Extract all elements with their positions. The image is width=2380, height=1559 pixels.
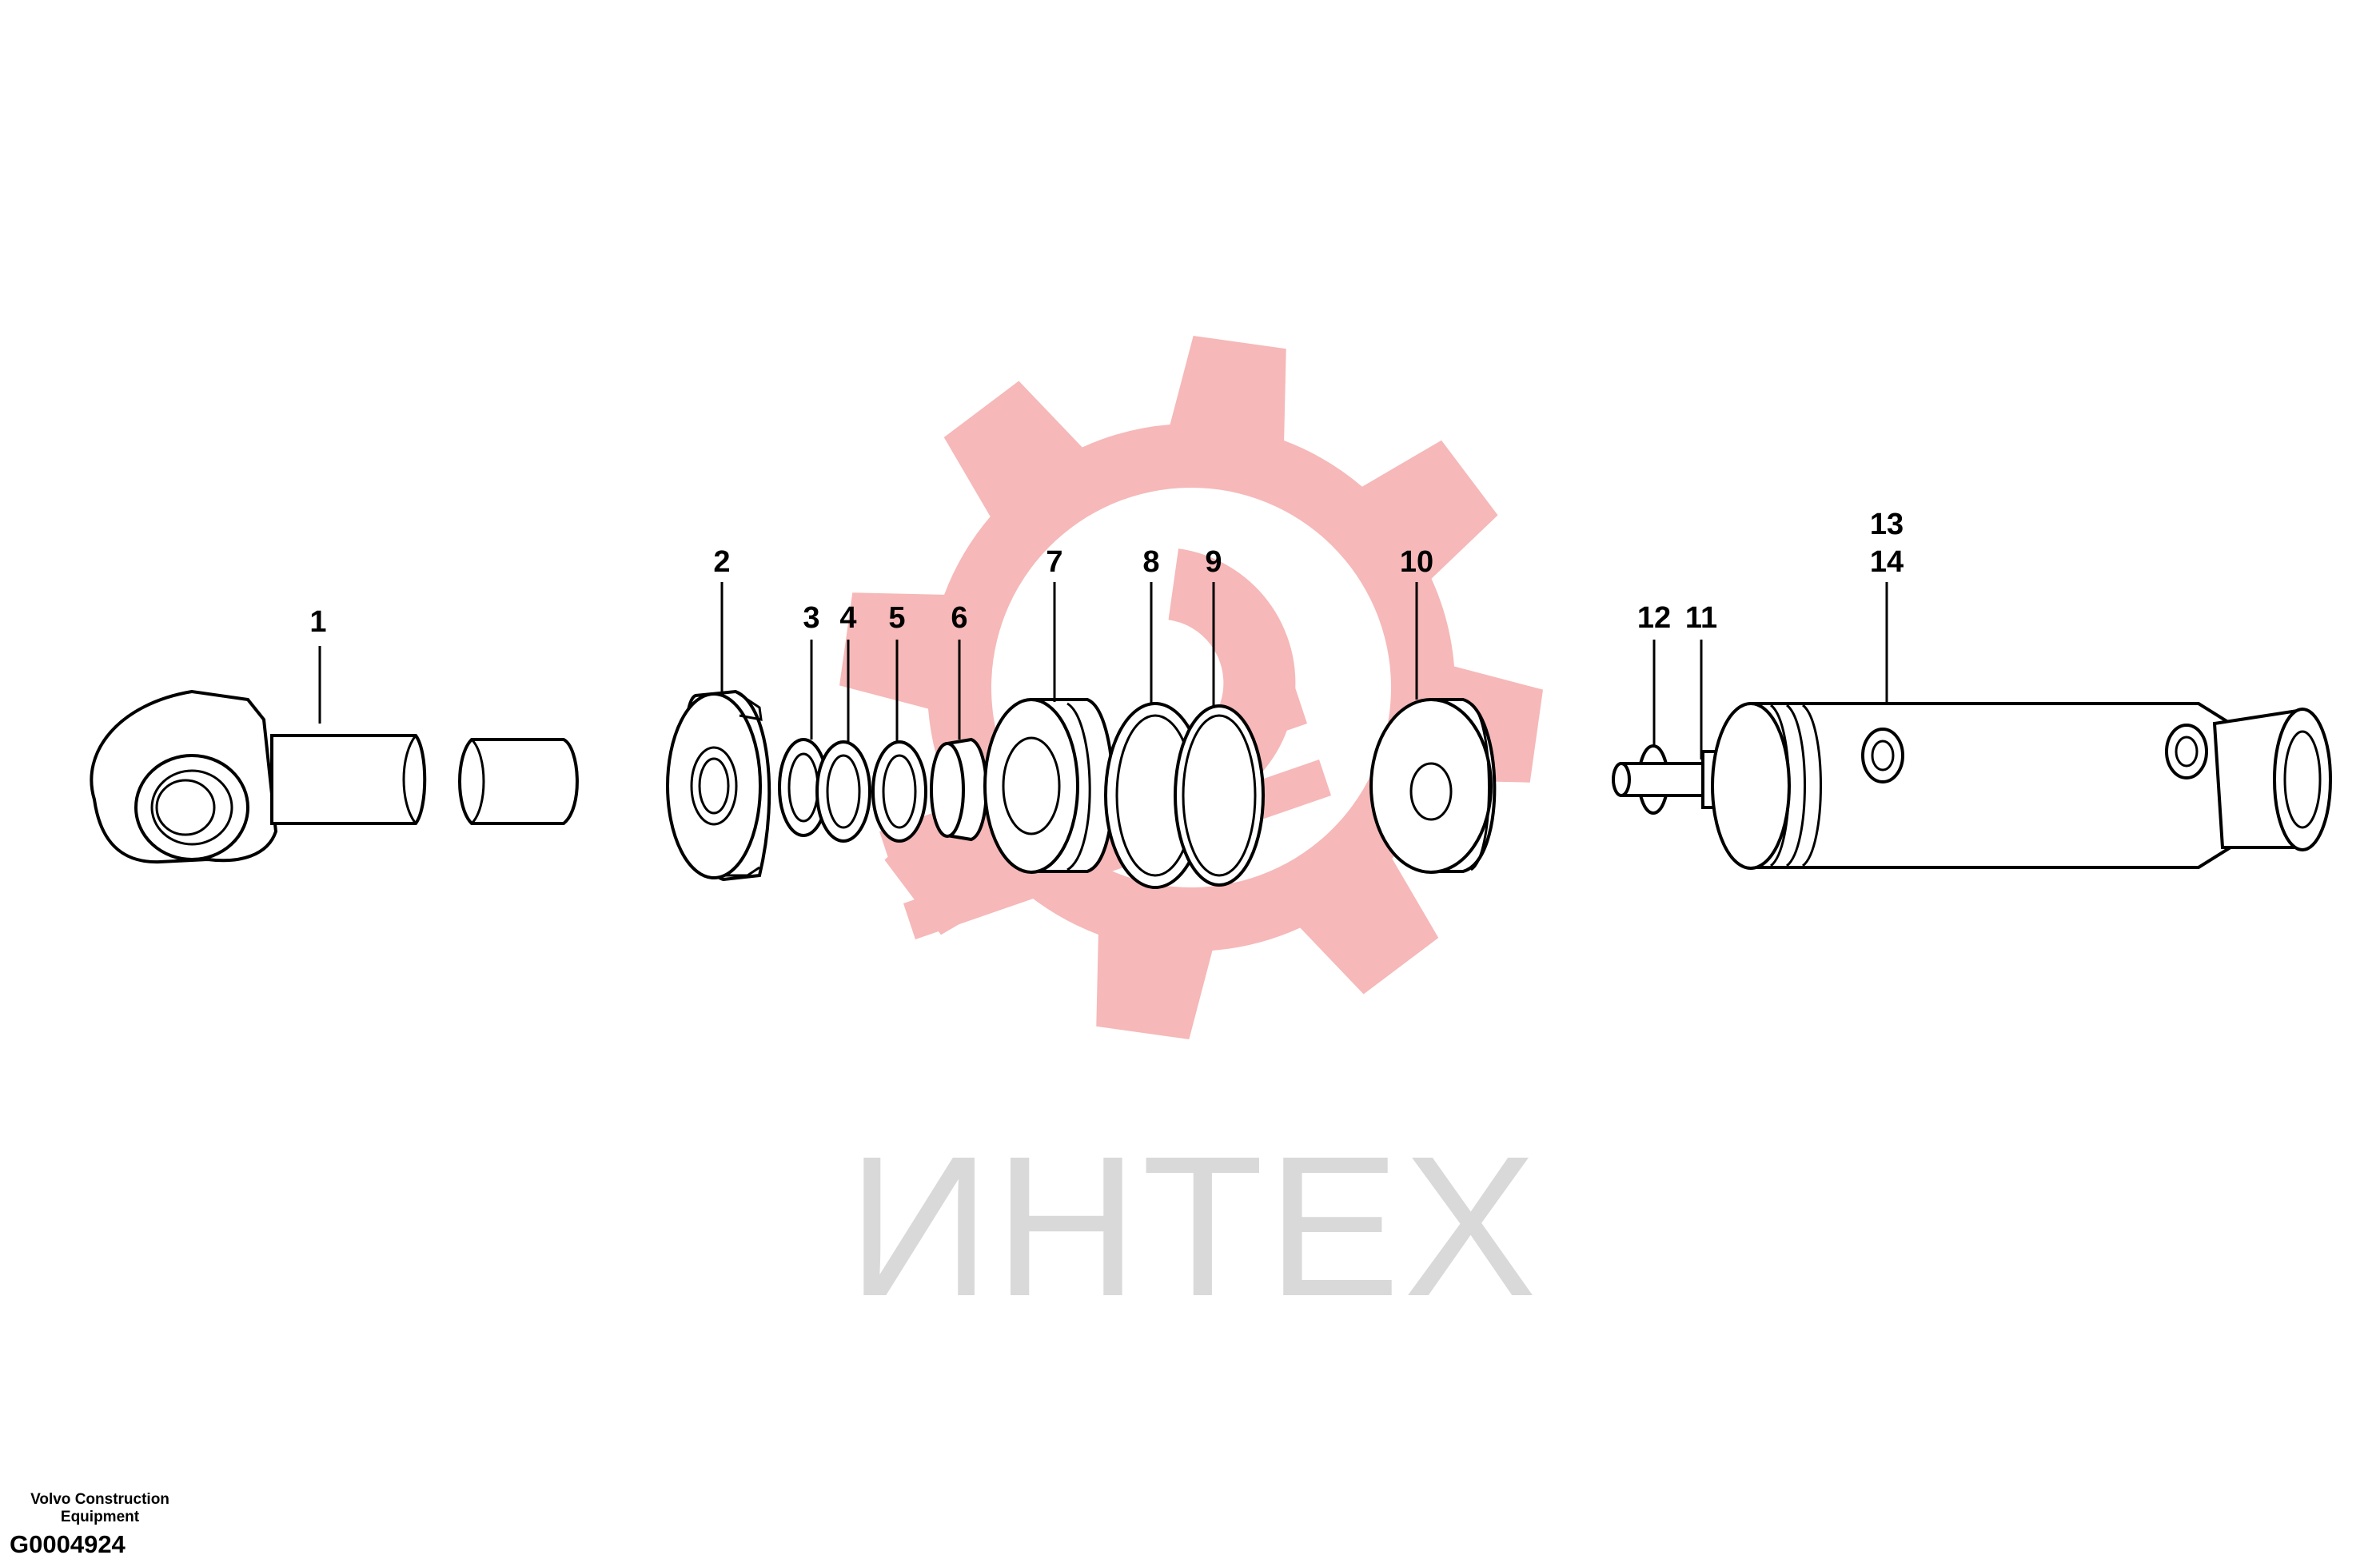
callout-11: 11 bbox=[1685, 601, 1717, 635]
callout-13: 13 bbox=[1870, 508, 1904, 541]
callout-labels: 1 2 3 4 5 6 7 8 9 10 12 11 13 14 bbox=[309, 508, 1904, 639]
part-10-piston bbox=[1369, 698, 1497, 874]
callout-12: 12 bbox=[1637, 601, 1671, 635]
callout-6: 6 bbox=[951, 601, 967, 635]
callout-9: 9 bbox=[1205, 545, 1222, 579]
callout-1: 1 bbox=[309, 605, 326, 639]
callout-8: 8 bbox=[1142, 545, 1159, 579]
callout-2: 2 bbox=[713, 545, 730, 579]
brand-caption: Volvo Construction Equipment bbox=[0, 1491, 200, 1526]
brand-line-2: Equipment bbox=[60, 1509, 140, 1525]
callout-14: 14 bbox=[1870, 545, 1904, 579]
callout-5: 5 bbox=[888, 601, 905, 635]
part-7-guide bbox=[983, 698, 1114, 874]
brand-line-1: Volvo Construction bbox=[30, 1491, 169, 1508]
callout-4: 4 bbox=[839, 601, 856, 635]
part-2-gland-nut bbox=[666, 689, 771, 882]
callout-7: 7 bbox=[1046, 545, 1062, 579]
callout-3: 3 bbox=[803, 601, 819, 635]
document-id: G0004924 bbox=[10, 1530, 126, 1558]
callout-10: 10 bbox=[1400, 545, 1433, 579]
part-13-cylinder-barrel bbox=[1711, 702, 2332, 870]
part-9-oring bbox=[1174, 704, 1265, 887]
part-1-rod-eye bbox=[90, 689, 427, 864]
part-1-rod-section bbox=[458, 738, 579, 825]
watermark-gear-logo bbox=[839, 335, 1544, 1040]
watermark-text: ИНТЕХ bbox=[847, 1114, 1540, 1338]
part-4-ring bbox=[815, 740, 871, 843]
part-6-bushing bbox=[930, 737, 988, 842]
part-3-seal bbox=[778, 738, 829, 837]
part-5-seal bbox=[871, 740, 927, 843]
leader-lines bbox=[318, 582, 1888, 760]
